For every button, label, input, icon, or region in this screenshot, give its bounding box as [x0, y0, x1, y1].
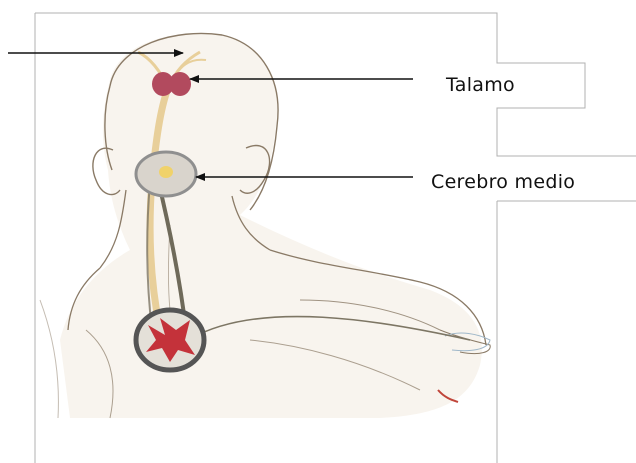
head-illustration	[40, 33, 490, 418]
midbrain-section	[136, 152, 196, 196]
label-cerebro-medio: Cerebro medio	[431, 171, 575, 193]
label-talamo: Talamo	[446, 74, 515, 96]
spinal-cord-section	[136, 310, 204, 370]
